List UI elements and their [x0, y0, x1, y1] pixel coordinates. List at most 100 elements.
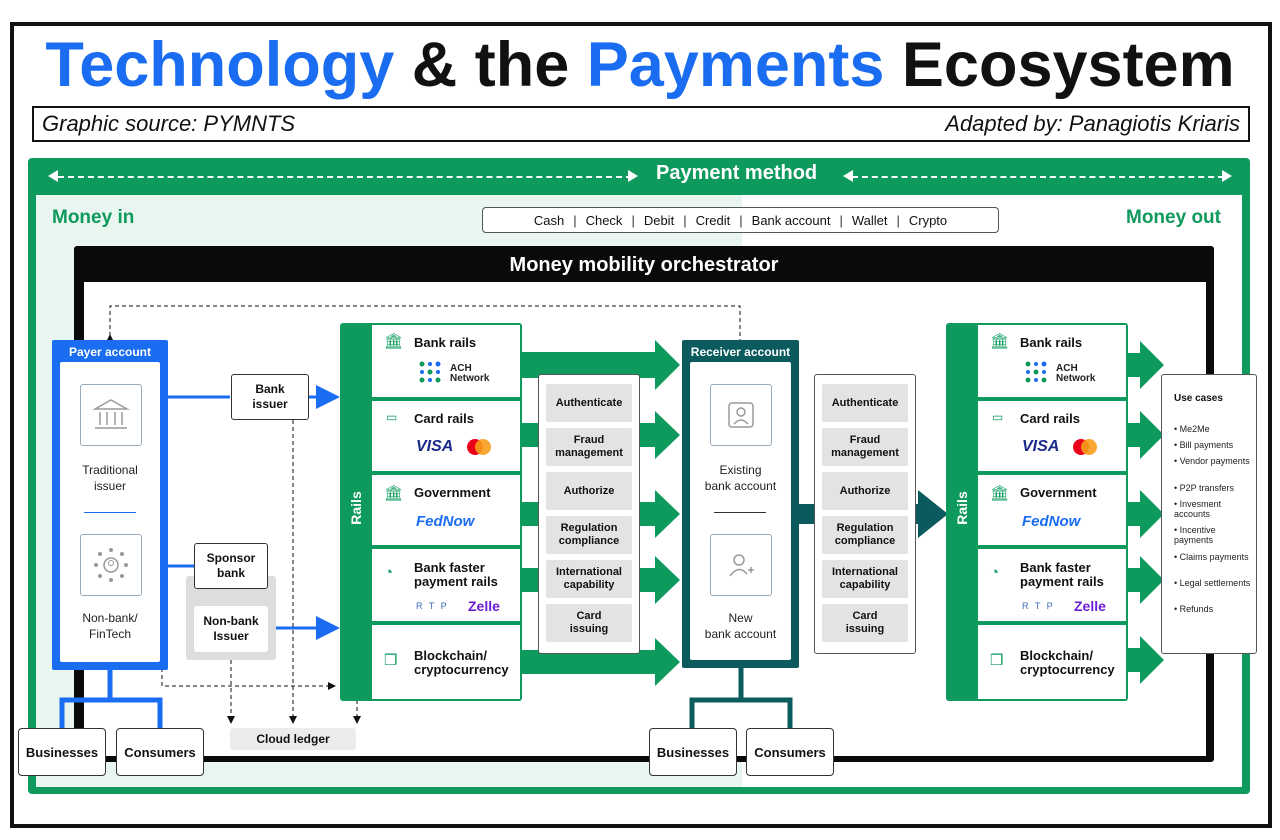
rail-row-blockchain [372, 625, 520, 699]
new-bank-account-label: New bank account [704, 611, 777, 641]
card-icon: ▭ [992, 410, 1004, 424]
bank-icon [80, 384, 142, 446]
method-bank-account: Bank account [751, 212, 831, 228]
use-case-item: • Bill payments [1174, 440, 1234, 450]
bank-issuer-box: Bank issuer [231, 374, 309, 420]
method-wallet: Wallet [851, 212, 888, 228]
pm-arrowhead-left [48, 170, 58, 182]
rail-name-card: Card rails [414, 411, 474, 426]
use-case-item: • Legal settlements [1174, 578, 1251, 588]
fednow-logo-right: FedNow [1022, 513, 1081, 530]
businesses-box-right: Businesses [649, 728, 737, 776]
method-crypto: Crypto [908, 212, 948, 228]
title-payments: Payments [586, 30, 885, 100]
rail-row-faster-right [978, 549, 1126, 623]
method-credit: Credit [695, 212, 731, 228]
ach-network-logo-right: ACH Network [1056, 363, 1096, 384]
rail-name-faster: Bank faster payment rails [414, 560, 498, 589]
rail-name-blockchain: Blockchain/ cryptocurrency [414, 648, 509, 677]
user-icon [710, 384, 772, 446]
pm-arrow-right-line [852, 176, 1224, 178]
rail-name-faster-right: Bank faster payment rails [1020, 560, 1104, 589]
mastercard-logo [466, 438, 492, 456]
blocks-icon: ❒ [990, 652, 1004, 669]
rtp-logo: R T P [416, 601, 449, 611]
nonbank-issuer-box: Non-bank Issuer [194, 606, 268, 652]
rail-name-card-right: Card rails [1020, 411, 1080, 426]
cloud-ledger-box: Cloud ledger [230, 728, 356, 750]
rail-row-blockchain-right [978, 625, 1126, 699]
fn-authorize-left: Authorize [546, 472, 632, 510]
receiver-divider [714, 512, 766, 513]
payment-method-label: Payment method [656, 162, 818, 184]
method-debit: Debit [643, 212, 675, 228]
fn-international-right: International capability [822, 560, 908, 598]
rail-row-card [372, 401, 520, 473]
adapted-by: Adapted by: Panagiotis Kriaris [945, 111, 1240, 136]
traditional-issuer-label: Traditional issuer [82, 463, 138, 493]
rail-arrows-right [1126, 341, 1164, 684]
rail-row-faster [372, 549, 520, 623]
orchestrator-title: Money mobility orchestrator [509, 254, 779, 276]
use-case-item: • Invesment accounts [1174, 499, 1222, 519]
zelle-logo-right: Zelle [1074, 598, 1106, 614]
bank-icon: 🏛 [384, 333, 404, 350]
consumers-box-right: Consumers [746, 728, 834, 776]
rail-name-blockchain-right: Blockchain/ cryptocurrency [1020, 648, 1115, 677]
receiver-account-title: Receiver account [690, 345, 791, 359]
title-ecosystem: Ecosystem [884, 30, 1235, 100]
pm-arrowhead-mid-left [843, 170, 853, 182]
fn-authenticate-right: Authenticate [822, 384, 908, 422]
speedometer-icon: ◔ [384, 564, 394, 581]
government-icon: 🏛 [990, 485, 1010, 502]
rail-name-bank-right: Bank rails [1020, 335, 1083, 350]
pm-arrow-left-line [58, 176, 632, 178]
rails-right-label: Rails [954, 491, 970, 525]
businesses-box-left: Businesses [18, 728, 106, 776]
payer-account-title: Payer account [68, 345, 152, 359]
use-case-item: • P2P transfers [1174, 483, 1235, 493]
method-cash: Cash [533, 212, 565, 228]
bank-icon: 🏛 [990, 333, 1010, 350]
rail-row-bank-right [978, 325, 1126, 399]
fn-international-left: International capability [546, 560, 632, 598]
existing-bank-account-label: Existing bank account [704, 463, 777, 493]
fn-card-issuing-left: Card issuing [546, 604, 632, 642]
money-out-label: Money out [1126, 207, 1221, 228]
rtp-logo-right: R T P [1022, 601, 1055, 611]
fn-card-issuing-right: Card issuing [822, 604, 908, 642]
use-case-item: • Refunds [1174, 604, 1214, 614]
rail-row-bank [372, 325, 520, 399]
visa-logo-right: VISA [1022, 438, 1060, 455]
use-case-item: • Me2Me [1174, 424, 1210, 434]
blocks-icon: ❒ [384, 652, 398, 669]
rail-row-government-right [978, 475, 1126, 547]
ach-network-logo-dots-right [1024, 360, 1048, 384]
pm-arrowhead-right [1222, 170, 1232, 182]
fn-authenticate-left: Authenticate [546, 384, 632, 422]
use-cases-panel [1161, 374, 1257, 654]
card-icon: ▭ [386, 410, 398, 424]
rail-row-government [372, 475, 520, 547]
method-check: Check [585, 212, 623, 228]
ach-network-logo: ACH Network [450, 363, 490, 384]
zelle-logo: Zelle [468, 598, 500, 614]
consumers-box-left: Consumers [116, 728, 204, 776]
ach-network-logo-dots [418, 360, 442, 384]
rail-name-government: Government [414, 485, 491, 500]
speedometer-icon: ◔ [990, 564, 1000, 581]
mastercard-logo-right [1072, 438, 1098, 456]
credits-bar: Graphic source: PYMNTS Adapted by: Panag… [32, 106, 1250, 142]
fn-regulation-right: Regulation compliance [822, 516, 908, 554]
visa-logo: VISA [416, 438, 454, 455]
title-and-the: & the [394, 30, 587, 100]
government-icon: 🏛 [384, 485, 404, 502]
use-case-item: • Incentive payments [1174, 525, 1216, 545]
rails-left-label: Rails [348, 491, 364, 525]
fn-fraud-left: Fraud management [546, 428, 632, 466]
fn-regulation-left: Regulation compliance [546, 516, 632, 554]
rail-name-bank: Bank rails [414, 335, 477, 350]
page-title: Technology & the Payments Ecosystem [0, 25, 1280, 105]
fn-authorize-right: Authorize [822, 472, 908, 510]
payment-methods-list: Cash| Check| Debit| Credit| Bank account… [482, 207, 999, 233]
